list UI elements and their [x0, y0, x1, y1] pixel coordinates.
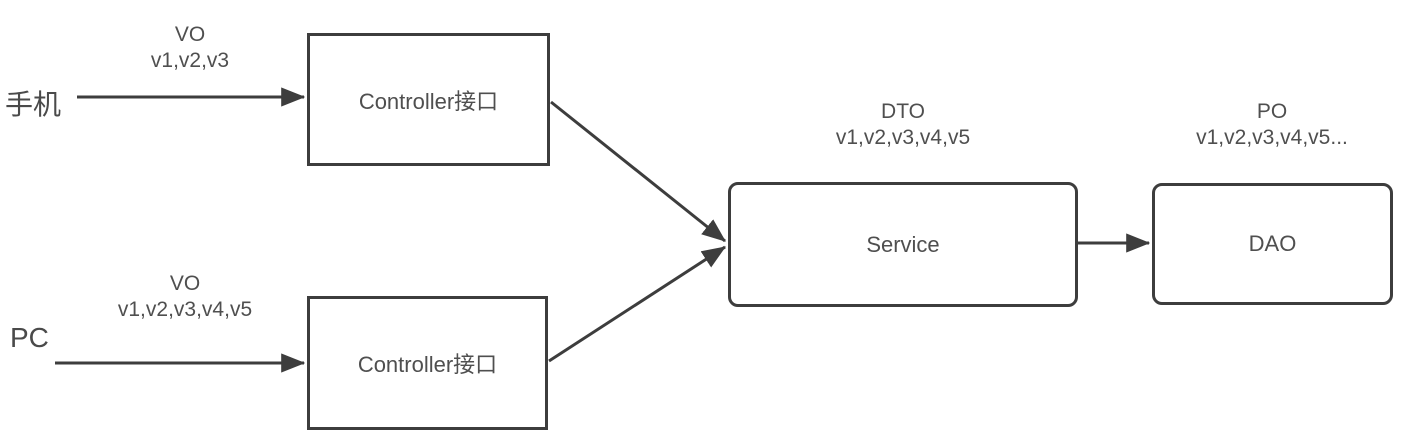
- node-controller-bottom-label: Controller接口: [357, 352, 498, 377]
- node-service: Service: [728, 182, 1078, 307]
- node-controller-bottom: Controller接口: [307, 296, 548, 430]
- edge-label-po: PO v1,v2,v3,v4,v5...: [1196, 99, 1348, 151]
- edge-label-vo-bottom-title: VO: [169, 272, 201, 295]
- node-service-label: Service: [866, 231, 940, 257]
- node-controller-top-label: Controller接口: [358, 88, 499, 114]
- edge-label-dto: DTO v1,v2,v3,v4,v5: [836, 99, 970, 151]
- arrow-controller-bottom-to-service: [548, 245, 727, 363]
- edge-label-dto-detail: v1,v2,v3,v4,v5: [835, 126, 971, 149]
- node-dao-label: DAO: [1248, 231, 1297, 256]
- edge-label-vo-bottom: VO v1,v2,v3,v4,v5: [118, 271, 252, 323]
- edge-label-dto-title: DTO: [881, 100, 925, 123]
- node-controller-top: Controller接口: [307, 33, 550, 166]
- edge-label-vo-top-title: VO: [174, 23, 206, 46]
- arrow-controller-top-to-service: [550, 100, 726, 243]
- actor-label-pc: PC: [10, 322, 49, 353]
- actor-label-mobile: 手机: [5, 89, 62, 120]
- edge-label-vo-top-detail: v1,v2,v3: [150, 49, 230, 72]
- edge-label-po-title: PO: [1256, 100, 1288, 123]
- node-dao: DAO: [1152, 183, 1393, 305]
- edge-label-vo-top: VO v1,v2,v3: [151, 22, 229, 74]
- edge-label-po-detail: v1,v2,v3,v4,v5...: [1196, 126, 1348, 149]
- edge-label-vo-bottom-detail: v1,v2,v3,v4,v5: [117, 298, 253, 321]
